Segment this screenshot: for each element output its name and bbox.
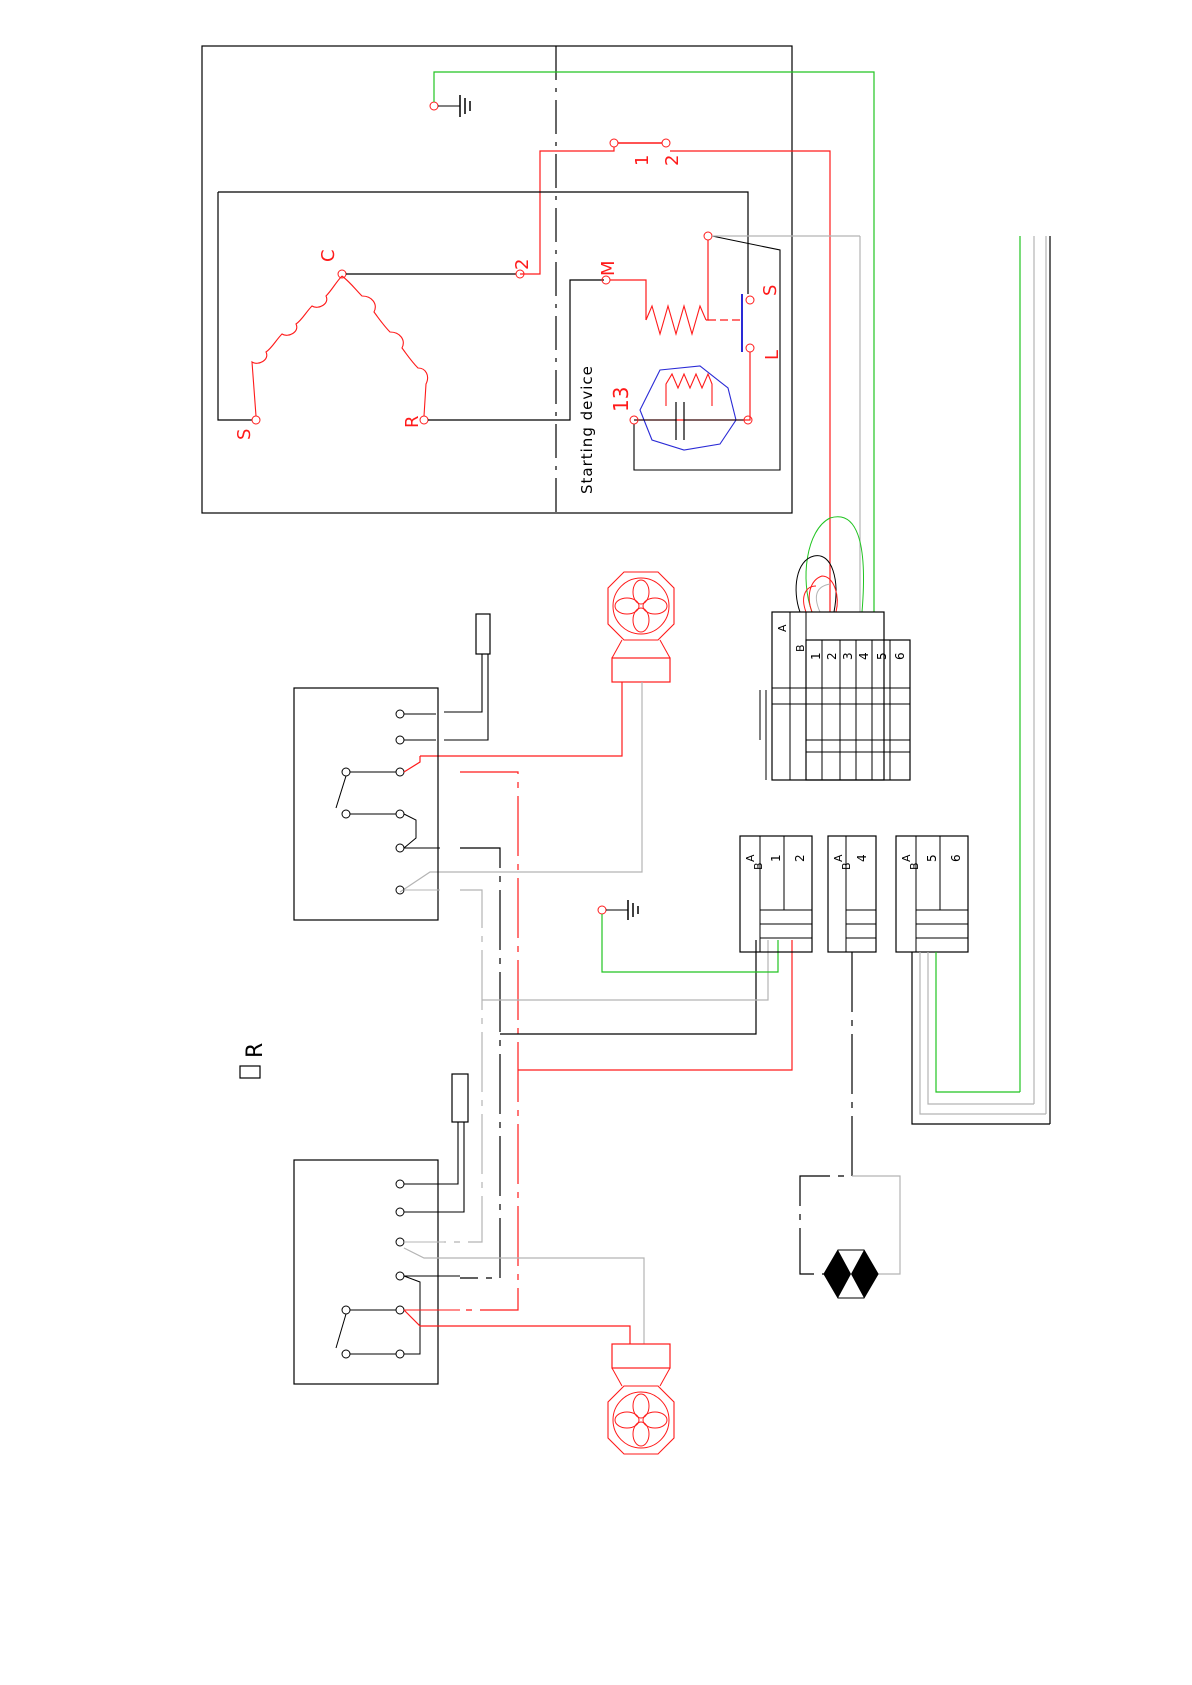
terminal-c — [338, 270, 346, 278]
connector-5-6-pin-6: 6 — [949, 854, 963, 862]
top-control-box — [294, 614, 490, 920]
connector-5-6-pin-5: 5 — [925, 854, 939, 862]
winding-c-label: C — [318, 249, 339, 262]
winding-r-label: R — [402, 415, 423, 428]
terminal-l-label: L — [762, 350, 783, 360]
main-connector-pin-1: 1 — [809, 652, 823, 660]
ground-icon — [430, 95, 470, 117]
terminal-s-winding — [252, 416, 260, 424]
thermostat-sensor-icon — [452, 1074, 468, 1122]
starting-device-label: Starting device — [578, 365, 596, 494]
compressor-box: 1 2 C S R 2 Starting device M — [202, 46, 874, 612]
lamp-icon — [824, 1250, 878, 1298]
connector-4-pin-4: 4 — [855, 854, 869, 862]
fan-motor-icon — [608, 572, 674, 682]
outer-harness — [1020, 236, 1050, 1124]
connector-5-6-side-a: A — [900, 854, 913, 862]
terminal-s — [746, 296, 754, 304]
bottom-control-box-frame — [294, 1160, 438, 1384]
terminal-l — [746, 344, 754, 352]
top-fan-grey-wire — [400, 682, 642, 892]
legend: R — [240, 1043, 268, 1078]
connector-1-2-side-b: B — [752, 862, 765, 870]
protector-1-label: 1 — [632, 155, 653, 166]
terminal-13-label: 13 — [609, 387, 633, 412]
lamp-black-wire — [800, 952, 852, 1274]
start-winding — [252, 276, 342, 416]
main-connector: A B 1 2 3 4 5 6 — [760, 612, 910, 780]
winding-s-label: S — [234, 429, 255, 440]
connector-4-side-b: B — [840, 862, 853, 870]
bottom-fan-grey-wire — [404, 1248, 644, 1344]
main-connector-pin-5: 5 — [875, 652, 889, 660]
legend-label: R — [243, 1043, 268, 1058]
connector-5-6: A B 5 6 — [896, 836, 968, 952]
motor-windings: C S R — [218, 192, 748, 440]
terminal-m-label: M — [598, 260, 619, 276]
ground-wire — [434, 72, 874, 612]
bottom-switch-blade — [336, 1314, 346, 1348]
ground-icon — [598, 900, 638, 920]
connector-1-2-pin-1: 1 — [769, 854, 783, 862]
legend-swatch — [240, 1066, 260, 1078]
top-fan-red-wire — [420, 682, 622, 756]
terminal-s-label: S — [760, 285, 781, 296]
main-connector-pin-4: 4 — [857, 652, 871, 660]
connector-4-side-a: A — [832, 854, 845, 862]
compressor-frame — [202, 46, 792, 513]
protector-2-label: 2 — [662, 155, 683, 166]
bottom-control-box — [294, 1074, 468, 1384]
ptc-resistor — [646, 306, 706, 334]
top-control-box-frame — [294, 688, 438, 920]
connector-1-2: A B 1 2 — [740, 836, 812, 952]
main-connector-pin-2: 2 — [825, 652, 839, 660]
top-switch-blade — [336, 776, 346, 808]
starting-device-node — [704, 232, 712, 240]
fan-motor-icon — [608, 1344, 674, 1454]
connector-5-6-wires — [912, 952, 1050, 1124]
connector-1-2-pin-2: 2 — [793, 854, 807, 862]
terminal-2-label: 2 — [512, 259, 533, 270]
thermostat-sensor-icon — [476, 614, 490, 654]
protector-feed-wire — [520, 147, 614, 274]
mid-ground-wire — [602, 914, 778, 972]
main-connector-side-b: B — [794, 644, 807, 652]
main-connector-side-a: A — [776, 624, 789, 632]
main-connector-pin-3: 3 — [841, 652, 855, 660]
connector-1-2-side-a: A — [744, 854, 757, 862]
main-connector-pin-6: 6 — [893, 652, 907, 660]
connector-4: A B 4 — [828, 836, 876, 952]
ptc-capsule — [640, 366, 736, 450]
main-connector-housing — [772, 612, 884, 780]
run-winding — [342, 276, 428, 416]
thermal-protector: 1 2 — [610, 139, 683, 166]
connector-5-6-side-b: B — [908, 862, 921, 870]
